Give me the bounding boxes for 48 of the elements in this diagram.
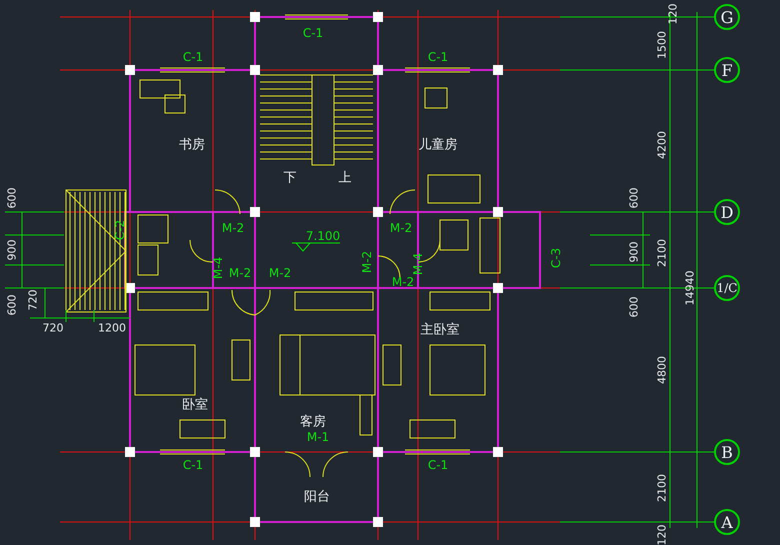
dimension-label: 600: [6, 294, 18, 316]
dimension-label: 900: [6, 240, 18, 260]
dimension-label: 1500: [656, 31, 668, 59]
door-window-tag: C-1: [428, 459, 448, 471]
axis-bubble: F: [714, 57, 740, 83]
axis-bubble: B: [714, 439, 740, 465]
dimension-label: 900: [628, 242, 640, 262]
dimension-label: 2100: [656, 474, 668, 502]
door-window-tag: M-2: [228, 267, 252, 279]
door-window-tag: M-2: [361, 250, 373, 274]
dimension-label: 14940: [684, 270, 696, 306]
axis-bubble: D: [714, 199, 740, 225]
room-label: 客房: [300, 416, 326, 428]
room-label: 书房: [179, 138, 205, 152]
door-window-tag: 7.100: [306, 230, 340, 242]
dimension-label: 120: [656, 524, 668, 545]
dimension-label: 120: [668, 4, 678, 24]
dimension-label: 4200: [656, 131, 668, 159]
dimension-label: 720: [42, 322, 64, 334]
door-window-tag: M-2: [390, 222, 412, 234]
door-window-tag: M-2: [222, 222, 244, 234]
stair-direction-label: 下: [284, 172, 296, 184]
door-window-tag: C-2: [114, 220, 126, 240]
dimension-label: 4800: [656, 356, 668, 384]
axis-bubble: A: [714, 509, 740, 535]
dimension-label: 600: [6, 188, 18, 208]
dimension-label: 600: [628, 188, 640, 208]
room-label: 主卧室: [420, 324, 460, 336]
door-window-tag: M-1: [306, 431, 330, 443]
door-window-tag: C-1: [182, 51, 204, 63]
room-label: 卧室: [182, 398, 208, 412]
dimension-label: 600: [628, 296, 640, 318]
dimension-label: 720: [28, 290, 38, 310]
door-window-tag: C-3: [550, 248, 562, 268]
room-label: 儿童房: [418, 138, 458, 152]
door-window-tag: C-1: [302, 27, 324, 39]
axis-bubble: 1/C: [714, 275, 740, 301]
door-window-tag: C-1: [182, 459, 204, 471]
door-window-tag: M-4: [212, 256, 224, 280]
door-window-tag: M-4: [412, 252, 424, 276]
dimension-label: 2100: [656, 239, 668, 267]
door-window-tag: C-1: [428, 51, 448, 63]
axis-bubble: G: [714, 4, 740, 30]
door-window-tag: M-2: [392, 276, 414, 288]
stair-direction-label: 上: [338, 172, 352, 184]
dimension-label: 1200: [98, 322, 126, 334]
door-window-tag: M-2: [268, 267, 292, 279]
room-label: 阳台: [304, 490, 330, 504]
